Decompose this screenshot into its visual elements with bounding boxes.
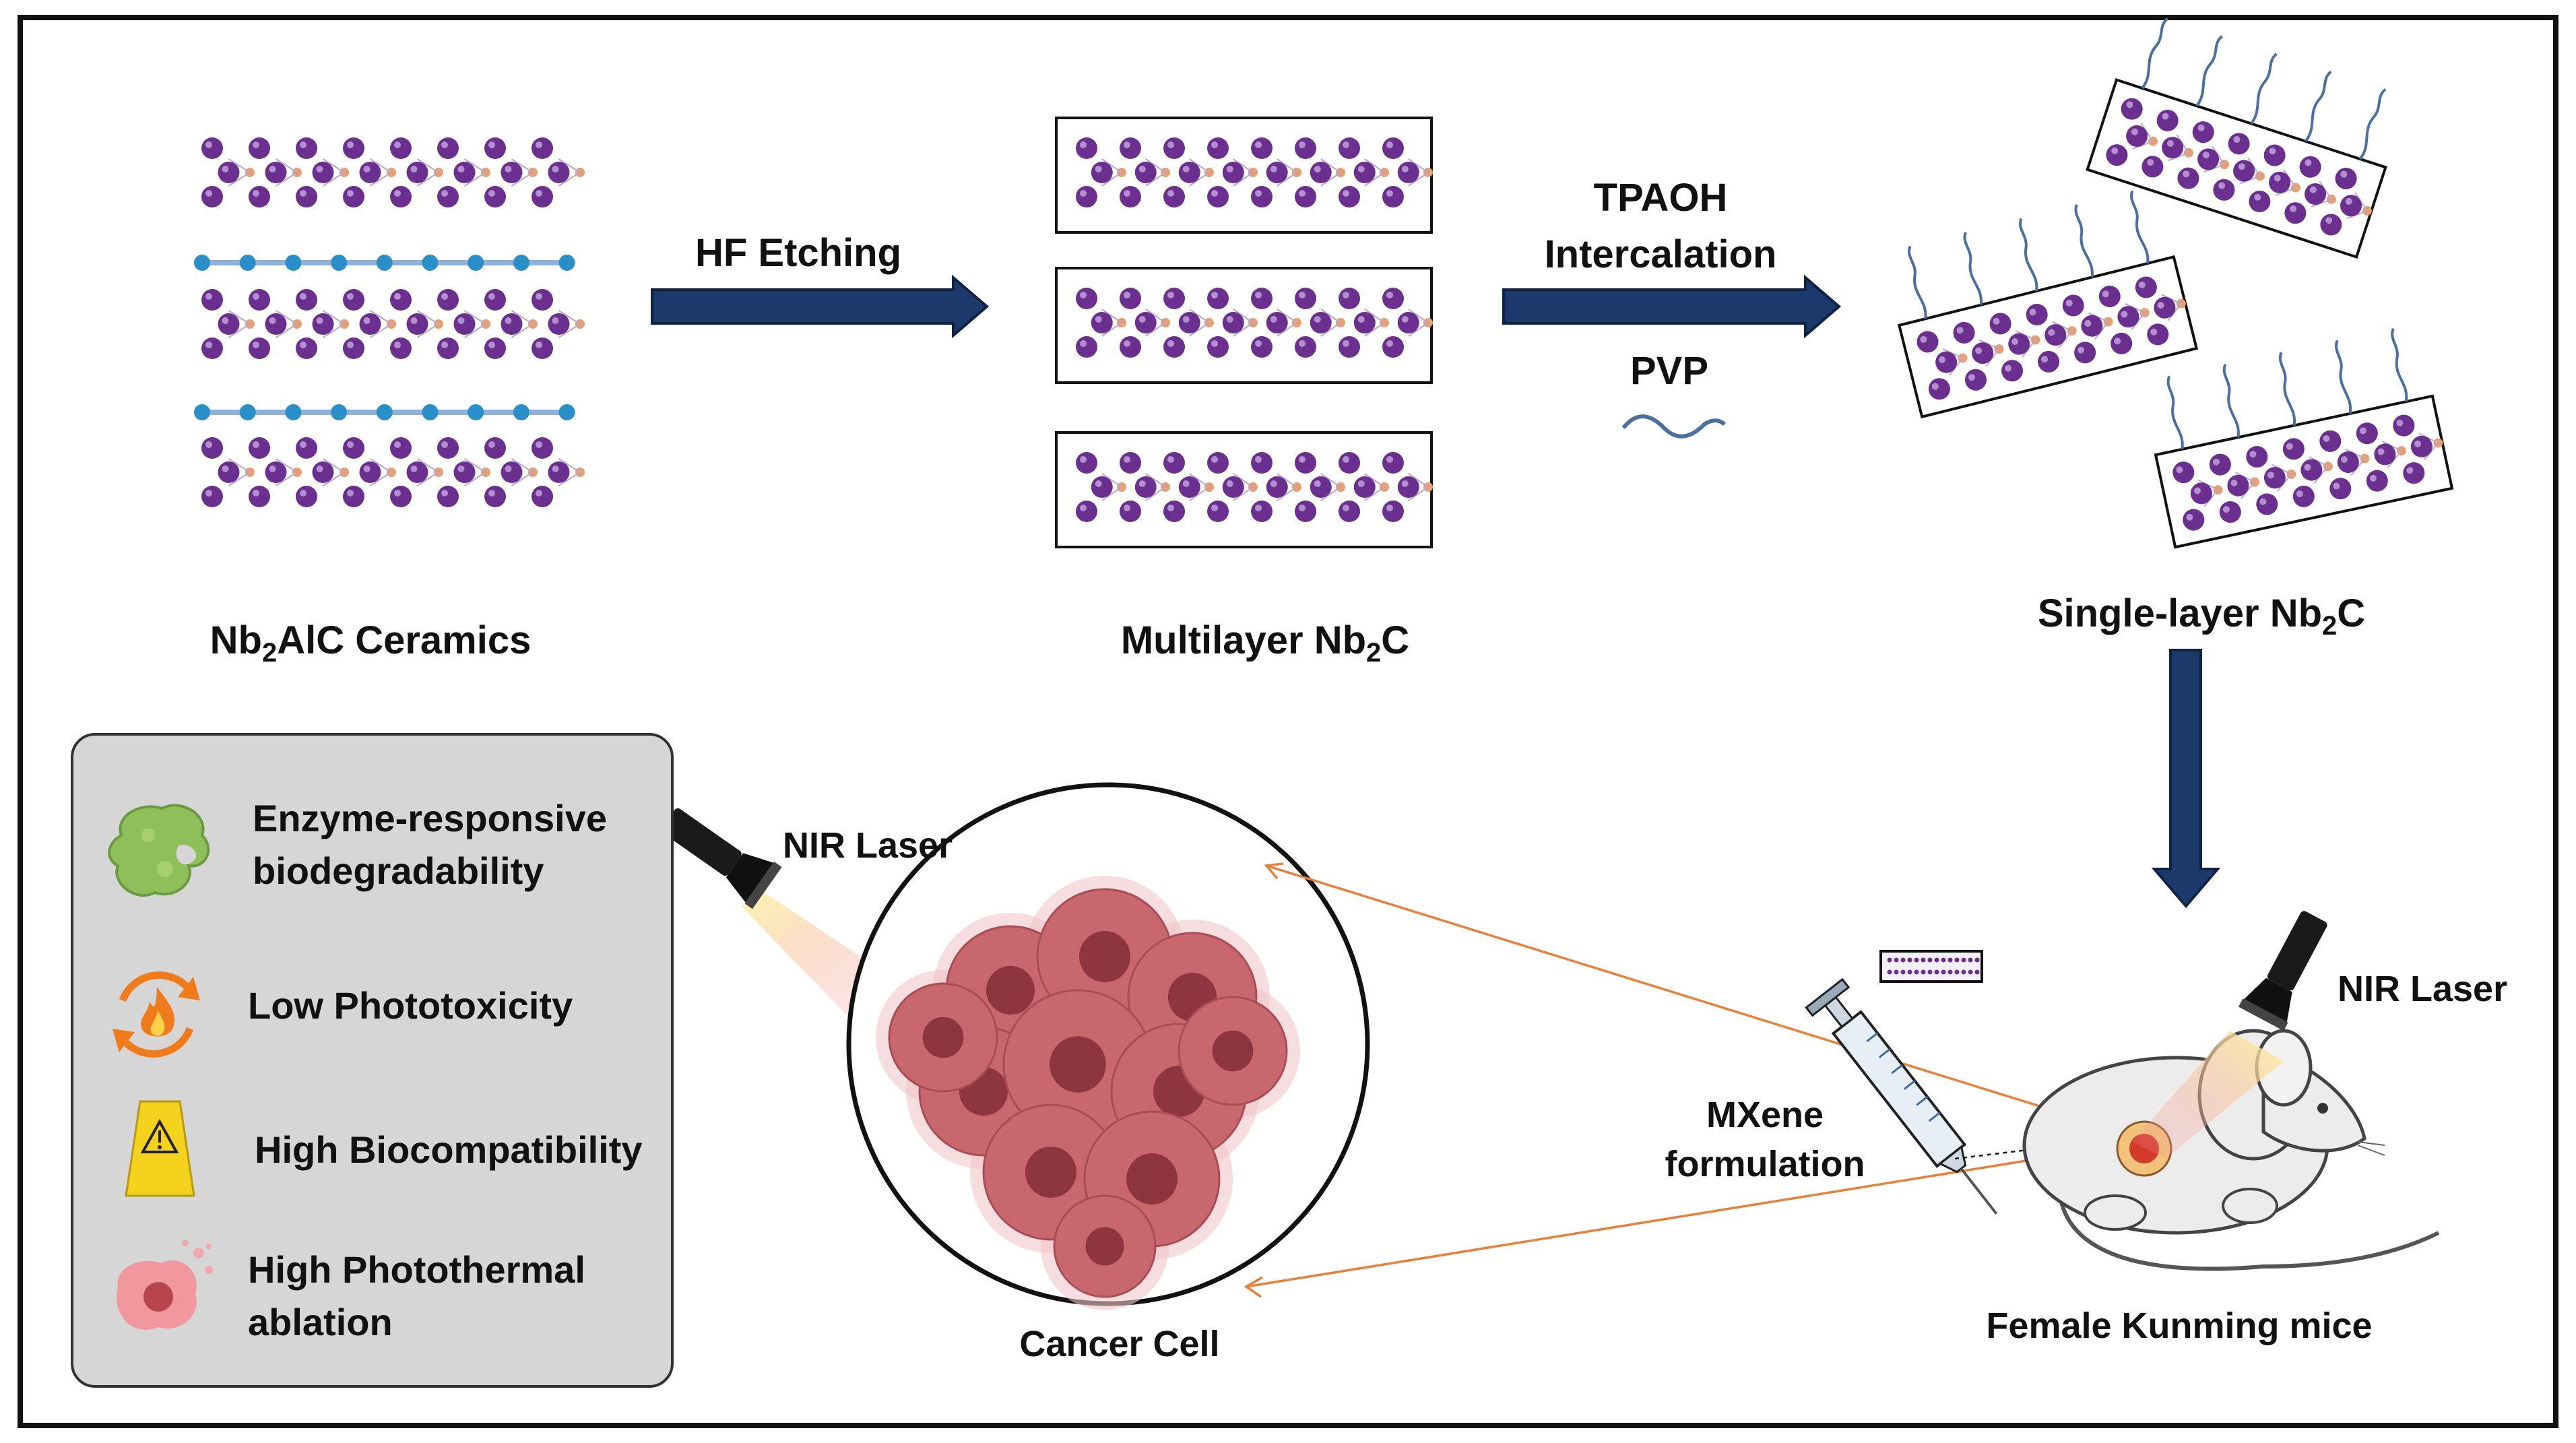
- ablated-cell-icon: [117, 1240, 213, 1330]
- hf-etching-label: HF Etching: [695, 231, 902, 275]
- figure-border: [18, 15, 2558, 1428]
- guide-arrows: [1244, 862, 2123, 1298]
- nir-laser-right-icon: [2132, 911, 2327, 1159]
- property-label-1b: biodegradability: [253, 849, 544, 892]
- syringe-icon: [1805, 977, 1998, 1215]
- hf-etching-arrow: [651, 274, 990, 339]
- property-label-3: High Biocompatibility: [255, 1128, 643, 1171]
- multilayer-nb2c-structure: [1055, 117, 1433, 548]
- female-mice-label: Female Kunming mice: [1986, 1306, 2373, 1346]
- enzyme-icon: [108, 804, 210, 897]
- caution-sign-icon: [125, 1100, 195, 1197]
- pvp-polymer-icon: [1621, 414, 1727, 439]
- singlelayer-nb2c-label: Single-layer Nb2C: [2037, 591, 2366, 641]
- mxene-label-line2: formulation: [1665, 1144, 1865, 1184]
- intercalation-arrow: [1502, 274, 1842, 339]
- property-label-2: Low Phototoxicity: [248, 984, 573, 1027]
- nb2alc-crystal-structure: [194, 137, 585, 507]
- nir-laser-right-label: NIR Laser: [2338, 969, 2508, 1009]
- nir-laser-left-label: NIR Laser: [783, 825, 953, 866]
- tpaoh-label: TPAOH: [1593, 176, 1728, 220]
- property-label-1a: Enzyme-responsive: [253, 797, 607, 839]
- pvp-label: PVP: [1630, 349, 1709, 393]
- cancer-cell-illustration: [846, 782, 1370, 1310]
- property-label-4a: High Photothermal: [248, 1248, 585, 1291]
- mxene-label-line1: MXene: [1706, 1095, 1824, 1135]
- flame-cycle-icon: [112, 971, 200, 1058]
- multilayer-nb2c-label: Multilayer Nb2C: [1120, 618, 1410, 668]
- cancer-cell-label: Cancer Cell: [1019, 1324, 1220, 1364]
- nb2alc-ceramics-label: Nb2AlC Ceramics: [210, 618, 532, 668]
- mxene-sheet-icon: [1879, 950, 1983, 983]
- property-label-4b: ablation: [248, 1301, 393, 1343]
- singlelayer-nb2c-structure: [1897, 17, 2454, 549]
- down-arrow: [2151, 649, 2221, 909]
- intercalation-label: Intercalation: [1544, 232, 1777, 276]
